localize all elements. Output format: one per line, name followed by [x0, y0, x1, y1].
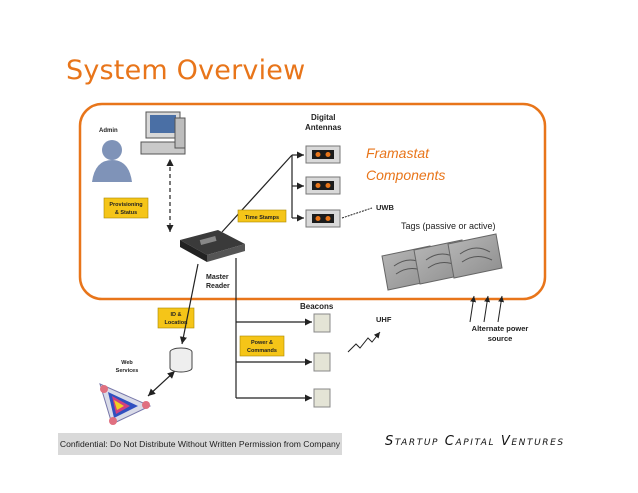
framastat-label-2: Components — [366, 167, 445, 183]
alt-power-arrows — [469, 295, 505, 323]
master-reader-label-2: Reader — [206, 283, 230, 290]
uhf-wave — [347, 331, 381, 353]
power-commands-box — [239, 335, 285, 357]
digital-antennas-label-2: Antennas — [305, 123, 342, 132]
antenna-icon-1 — [305, 145, 341, 164]
uwb-wave — [341, 207, 373, 219]
id-location-label-2: Location — [165, 320, 189, 326]
id-location-box — [157, 307, 195, 329]
framastat-boundary — [78, 102, 547, 301]
database-icon — [169, 347, 193, 373]
confidential-footer: Confidential: Do Not Distribute Without … — [58, 433, 342, 455]
provisioning-label-2: & Status — [115, 210, 137, 216]
power-commands-label-2: Commands — [247, 348, 277, 354]
admin-computer-icon — [140, 111, 186, 155]
antenna-icon-2 — [305, 176, 341, 195]
time-stamps-label: Time Stamps — [245, 215, 279, 221]
beacon-bus — [235, 258, 312, 402]
power-commands-label-1: Power & — [251, 340, 273, 346]
master-reader-icon — [180, 230, 245, 262]
web-services-label-1: Web — [121, 360, 133, 366]
web-services-icon — [99, 383, 152, 425]
reader-db-link — [179, 263, 199, 345]
alt-power-label-1: Alternate power — [472, 324, 529, 333]
admin-label: Admin — [99, 128, 118, 134]
provisioning-label-1: Provisioning — [109, 202, 142, 208]
framastat-label-1: Framastat — [366, 145, 430, 161]
tags-label: Tags (passive or active) — [401, 221, 496, 231]
web-services-label-2: Services — [116, 368, 139, 374]
uhf-label: UHF — [376, 315, 392, 324]
uwb-label: UWB — [376, 203, 394, 212]
tag-icon-3 — [447, 233, 503, 279]
beacon-icon-3 — [313, 388, 331, 408]
antenna-bus — [221, 151, 304, 233]
alt-power-label-2: source — [488, 334, 513, 343]
beacon-icon-2 — [313, 352, 331, 372]
digital-antennas-label-1: Digital — [311, 113, 335, 122]
db-web-link — [147, 371, 175, 397]
id-location-label-1: ID & — [171, 312, 182, 318]
admin-user-icon — [92, 140, 132, 182]
time-stamps-box — [237, 209, 287, 223]
master-reader-label-1: Master — [206, 274, 229, 281]
brand-footer: Startup Capital Ventures — [385, 434, 565, 449]
slide-title: System Overview — [66, 55, 306, 86]
beacons-label: Beacons — [300, 302, 334, 311]
antenna-icon-3 — [305, 209, 341, 228]
provisioning-box — [103, 197, 149, 219]
beacon-icon-1 — [313, 313, 331, 333]
